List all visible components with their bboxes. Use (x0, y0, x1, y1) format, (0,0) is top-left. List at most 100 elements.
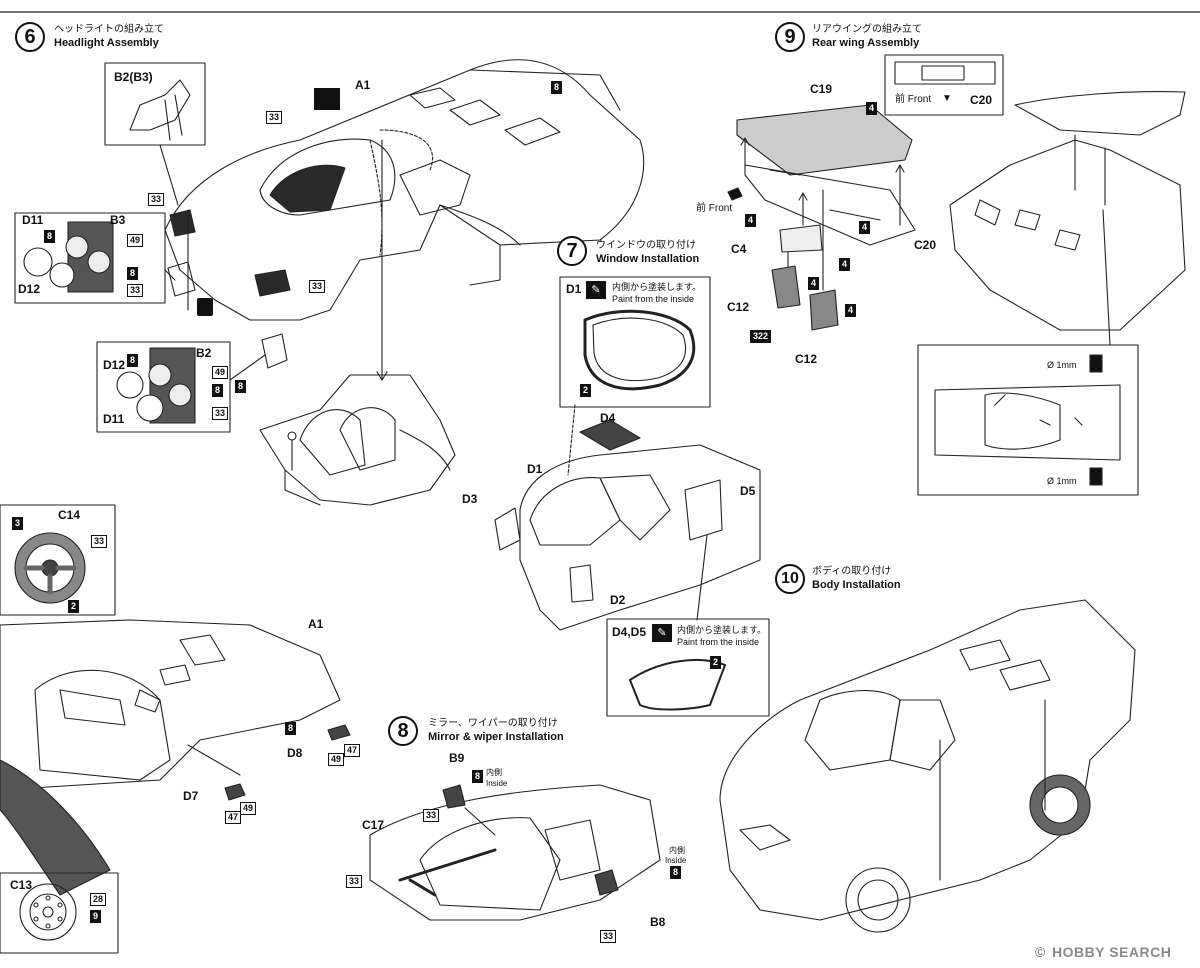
part-label-c12: C12 (795, 352, 818, 366)
color-chip-322: 322 (750, 330, 772, 343)
color-chip-33: 33 (346, 875, 363, 888)
color-chip-49: 49 (328, 753, 345, 766)
part-label-b2: B2 (196, 346, 212, 360)
color-chip-4: 4 (866, 102, 878, 115)
step-8-title-en: Mirror & wiper Installation (428, 731, 564, 743)
color-chip-33: 33 (266, 111, 283, 124)
inside-note-jp: 内側 (486, 768, 502, 777)
step-6-title-jp: ヘッドライトの組み立て (54, 24, 164, 35)
part-label-c13: C13 (10, 878, 33, 892)
part-label-b3: B3 (110, 213, 126, 227)
paint-note-jp: 内側から塗装します。 (677, 625, 767, 635)
step-7-number: 7 (557, 236, 587, 266)
part-label-d12: D12 (18, 282, 41, 296)
part-label-d1: D1 (566, 282, 582, 296)
paint-brush-icon: ✎ (652, 624, 672, 642)
paint-brush-icon: ✎ (586, 281, 606, 299)
drill-note: Ø 1mm (1047, 476, 1077, 486)
color-chip-33: 33 (148, 193, 165, 206)
part-label-a1: A1 (355, 78, 371, 92)
part-label-c14: C14 (58, 508, 81, 522)
color-chip-33: 33 (212, 407, 229, 420)
color-chip-8: 8 (551, 81, 563, 94)
color-chip-8: 8 (127, 354, 139, 367)
color-chip-28: 28 (90, 893, 107, 906)
color-chip-33: 33 (423, 809, 440, 822)
part-label-d12: D12 (103, 358, 126, 372)
part-label-c4: C4 (731, 242, 747, 256)
decal-marker (314, 88, 340, 110)
part-label-d2: D2 (610, 593, 626, 607)
color-chip-3: 3 (12, 517, 24, 530)
color-chip-4: 4 (859, 221, 871, 234)
step-8-title-jp: ミラー、ワイパーの取り付け (428, 718, 558, 729)
color-chip-8: 8 (127, 267, 139, 280)
part-label-d7: D7 (183, 789, 199, 803)
part-label-c20: C20 (970, 93, 993, 107)
down-arrow-icon: ▼ (942, 93, 952, 104)
step-9-number: 9 (775, 22, 805, 52)
part-label-d3: D3 (462, 492, 478, 506)
part-label-c19: C19 (810, 82, 833, 96)
step-10-title-jp: ボディの取り付け (812, 566, 892, 577)
step-7-title-en: Window Installation (596, 253, 700, 265)
part-label-d4d5: D4,D5 (612, 625, 647, 639)
color-chip-4: 4 (845, 304, 857, 317)
part-label-c20: C20 (914, 238, 937, 252)
part-label-c17: C17 (362, 818, 385, 832)
color-chip-49: 49 (212, 366, 229, 379)
color-chip-8: 8 (212, 384, 224, 397)
step-6-title-en: Headlight Assembly (54, 37, 159, 49)
color-chip-2: 2 (68, 600, 80, 613)
watermark-text: HOBBY SEARCH (1052, 944, 1172, 960)
part-label-a1: A1 (308, 617, 324, 631)
drill-note: Ø 1mm (1047, 360, 1077, 370)
front-note: 前 Front (696, 203, 733, 214)
color-chip-33: 33 (600, 930, 617, 943)
color-chip-33: 33 (127, 284, 144, 297)
paint-note-en: Paint from the inside (677, 637, 760, 647)
step6-body-drawing (164, 59, 645, 321)
part-label-b2b3: B2(B3) (114, 70, 153, 84)
part-label-d5: D5 (740, 484, 756, 498)
color-chip-47: 47 (344, 744, 361, 757)
step-10-number: 10 (775, 564, 805, 594)
part-label-b9: B9 (449, 751, 465, 765)
color-chip-2: 2 (710, 656, 722, 669)
step-8-number: 8 (388, 716, 418, 746)
cement-icon (197, 298, 213, 316)
inside-note-en: Inside (665, 856, 687, 865)
color-chip-8: 8 (285, 722, 297, 735)
inside-note-en: Inside (486, 779, 508, 788)
inside-note-jp: 内側 (669, 846, 685, 855)
color-chip-4: 4 (839, 258, 851, 271)
step-9-title-jp: リアウイングの組み立て (812, 24, 922, 35)
paint-note-jp: 内側から塗装します。 (612, 282, 702, 292)
color-chip-2: 2 (580, 384, 592, 397)
step-10-title-en: Body Installation (812, 579, 901, 591)
paint-note-en: Paint from the inside (612, 294, 695, 304)
color-chip-33: 33 (91, 535, 108, 548)
part-label-d1: D1 (527, 462, 543, 476)
step-9-title-en: Rear wing Assembly (812, 37, 920, 49)
color-chip-8: 8 (235, 380, 247, 393)
step-6-number: 6 (15, 22, 45, 52)
color-chip-8: 8 (44, 230, 56, 243)
part-label-d4: D4 (600, 411, 616, 425)
color-chip-49: 49 (127, 234, 144, 247)
color-chip-4: 4 (745, 214, 757, 227)
part-label-d8: D8 (287, 746, 303, 760)
color-chip-49: 49 (240, 802, 257, 815)
step-7-title-jp: ウインドウの取り付け (596, 240, 696, 251)
part-label-b8: B8 (650, 915, 666, 929)
color-chip-9: 9 (90, 910, 102, 923)
part-label-d11: D11 (22, 213, 44, 227)
part-label-c12: C12 (727, 300, 750, 314)
front-note: 前 Front (895, 94, 932, 105)
color-chip-8: 8 (670, 866, 682, 879)
color-chip-8: 8 (472, 770, 484, 783)
part-label-d11: D11 (103, 412, 125, 426)
copyright-icon: © (1035, 944, 1046, 960)
color-chip-47: 47 (225, 811, 242, 824)
